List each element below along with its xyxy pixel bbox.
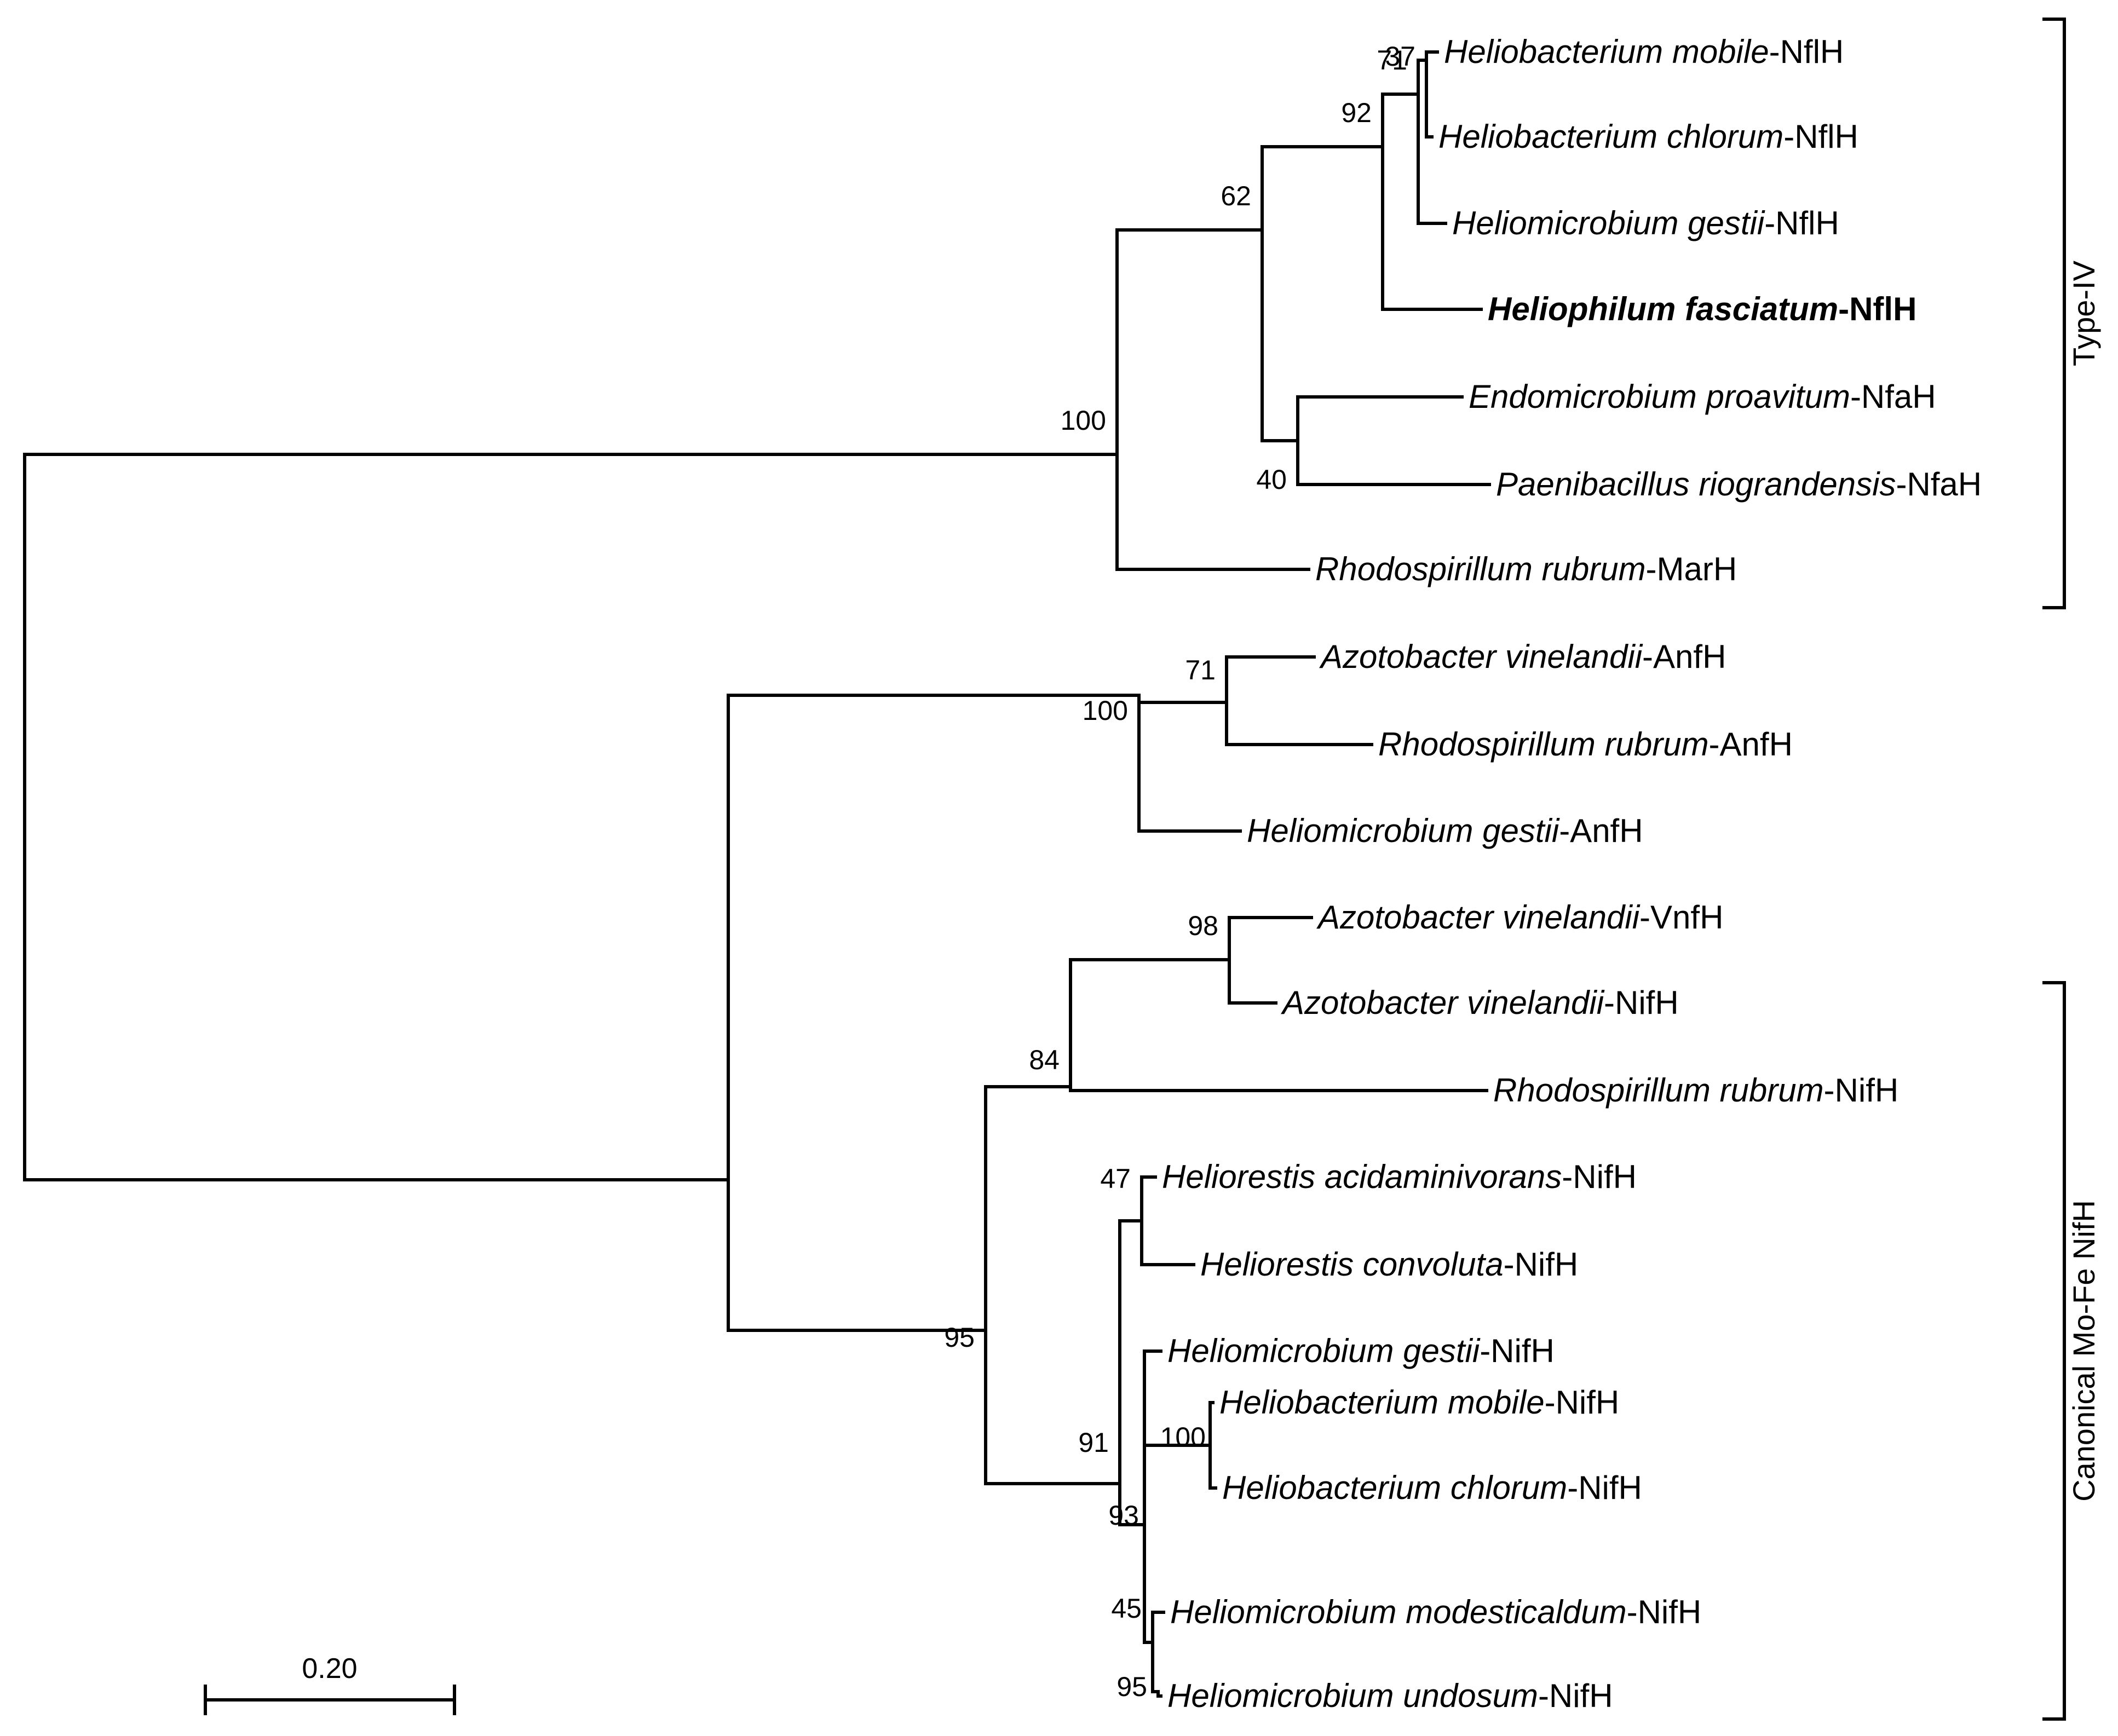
tip-protein: -NifH (1567, 1469, 1642, 1506)
tip-species: Heliomicrobium gestii (1167, 1333, 1481, 1369)
tip-label-av-vnfh: Azotobacter vinelandii-VnfH (1316, 899, 1723, 936)
tip-species: Rhodospirillum rubrum (1378, 726, 1709, 763)
tip-label-rr-nifh: Rhodospirillum rubrum-NifH (1493, 1072, 1898, 1109)
bootstrap-clade-typeiv: 100 (1061, 405, 1106, 436)
tip-species: Heliophilum fasciatum (1488, 291, 1838, 327)
scale-bar-line (204, 1685, 456, 1715)
tip-protein: -AnfH (1709, 726, 1793, 763)
bootstrap-clade-84: 84 (1029, 1045, 1060, 1075)
tip-protein: -NflH (1769, 33, 1844, 70)
tip-label-hm-nflh: Heliobacterium mobile-NflH (1444, 33, 1844, 70)
tip-label-av-anfh: Azotobacter vinelandii-AnfH (1319, 638, 1726, 675)
clade-label-typeiv: Type-IV (2067, 260, 2101, 366)
tip-species: Heliobacterium chlorum (1222, 1469, 1567, 1506)
bootstrap-clade-95b: 95 (1116, 1671, 1147, 1702)
tip-label-hcv-nifh: Heliorestis convoluta-NifH (1200, 1246, 1578, 1283)
tip-species: Heliobacterium mobile (1444, 33, 1769, 70)
tip-protein: -NifH (1604, 984, 1679, 1021)
tip-protein: -NflH (1764, 205, 1839, 241)
tip-protein: -NifH (1480, 1333, 1555, 1369)
tip-label-hmo-nifh: Heliomicrobium modesticaldum-NifH (1170, 1594, 1701, 1630)
clade-brackets: Type-IV Canonical Mo-Fe NifH (2042, 18, 2101, 1721)
tip-label-ep-nfah: Endomicrobium proavitum-NfaH (1469, 378, 1936, 415)
tip-species: Heliomicrobium undosum (1167, 1677, 1538, 1714)
tip-protein: -NifH (1538, 1677, 1613, 1714)
tip-species: Heliorestis convoluta (1200, 1246, 1504, 1283)
bootstrap-clade-98: 98 (1188, 910, 1218, 941)
tip-protein: -NflH (1838, 291, 1916, 327)
tip-label-hg-nifh: Heliomicrobium gestii-NifH (1167, 1333, 1555, 1369)
tip-label-rr-anfh: Rhodospirillum rubrum-AnfH (1378, 726, 1793, 763)
bootstrap-clade-92: 92 (1341, 97, 1372, 128)
tip-label-rr-marh: Rhodospirillum rubrum-MarH (1315, 551, 1737, 587)
tip-protein: -AnfH (1559, 812, 1643, 849)
tip-species: Heliomicrobium modesticaldum (1170, 1594, 1627, 1630)
tip-species: Azotobacter vinelandii (1319, 638, 1643, 675)
bootstrap-clade-91: 91 (1078, 1427, 1109, 1458)
tip-species: Rhodospirillum rubrum (1493, 1072, 1824, 1109)
tip-species: Heliobacterium chlorum (1438, 118, 1783, 155)
bootstrap-clade-45: 45 (1111, 1593, 1142, 1624)
tip-labels: Heliobacterium mobile-NflHHeliobacterium… (1162, 33, 1982, 1714)
bootstrap-clade-40: 40 (1256, 464, 1287, 495)
tip-species: Endomicrobium proavitum (1469, 378, 1850, 415)
tip-protein: -NifH (1504, 1246, 1579, 1283)
tip-protein: -NifH (1627, 1594, 1702, 1630)
tip-label-hg-anfh: Heliomicrobium gestii-AnfH (1247, 812, 1643, 849)
clade-bracket-typeiv (2042, 18, 2066, 609)
tip-protein: -MarH (1646, 551, 1737, 587)
tip-protein: -NifH (1562, 1158, 1637, 1195)
tip-species: Azotobacter vinelandii (1316, 899, 1641, 936)
bootstrap-clade-62: 62 (1221, 181, 1251, 211)
tip-label-hc-nflh: Heliobacterium chlorum-NflH (1438, 118, 1858, 155)
tip-label-av-nifh: Azotobacter vinelandii-NifH (1281, 984, 1679, 1021)
tip-species: Paenibacillus riograndensis (1496, 466, 1896, 503)
bootstrap-clade-anf: 100 (1083, 695, 1128, 726)
tip-species: Heliorestis acidaminivorans (1162, 1158, 1562, 1195)
bootstrap-clade-47: 47 (1100, 1163, 1131, 1194)
tip-species: Heliomicrobium gestii (1452, 205, 1765, 241)
tip-label-ha-nifh: Heliorestis acidaminivorans-NifH (1162, 1158, 1637, 1195)
tip-label-hg-nflh: Heliomicrobium gestii-NflH (1452, 205, 1839, 241)
tip-species: Heliomicrobium gestii (1247, 812, 1560, 849)
tip-species: Heliobacterium mobile (1219, 1384, 1545, 1421)
tip-protein: -NflH (1783, 118, 1858, 155)
bootstrap-clade-37: 37 (1385, 41, 1415, 72)
tip-protein: -VnfH (1639, 899, 1723, 936)
tip-label-hf-nflh: Heliophilum fasciatum-NflH (1488, 291, 1916, 327)
tip-protein: -NfaH (1850, 378, 1936, 415)
scale-bar-label: 0.20 (302, 1653, 357, 1685)
tip-label-hm-nifh: Heliobacterium mobile-NifH (1219, 1384, 1619, 1421)
bootstrap-clade-93: 93 (1108, 1500, 1139, 1531)
scale-bar: 0.20 (204, 1653, 456, 1715)
bootstrap-clade-95: 95 (944, 1322, 975, 1353)
bootstrap-clade-71a: 71 (1377, 45, 1407, 76)
tree-branches (23, 50, 1491, 1698)
bootstrap-clade-100c: 100 (1160, 1422, 1206, 1452)
tip-protein: -NifH (1824, 1072, 1899, 1109)
tip-protein: -NfaH (1896, 466, 1982, 503)
tip-label-hc-nifh: Heliobacterium chlorum-NifH (1222, 1469, 1642, 1506)
bootstrap-clade-71b: 71 (1185, 655, 1216, 685)
clade-label-canonical: Canonical Mo-Fe NifH (2067, 1200, 2101, 1502)
tip-protein: -AnfH (1642, 638, 1726, 675)
tip-protein: -NifH (1545, 1384, 1620, 1421)
tip-species: Azotobacter vinelandii (1281, 984, 1605, 1021)
tip-label-hu-nifh: Heliomicrobium undosum-NifH (1167, 1677, 1613, 1714)
tip-species: Rhodospirillum rubrum (1315, 551, 1646, 587)
clade-bracket-canonical (2042, 981, 2066, 1721)
tip-label-pr-nfah: Paenibacillus riograndensis-NfaH (1496, 466, 1982, 503)
